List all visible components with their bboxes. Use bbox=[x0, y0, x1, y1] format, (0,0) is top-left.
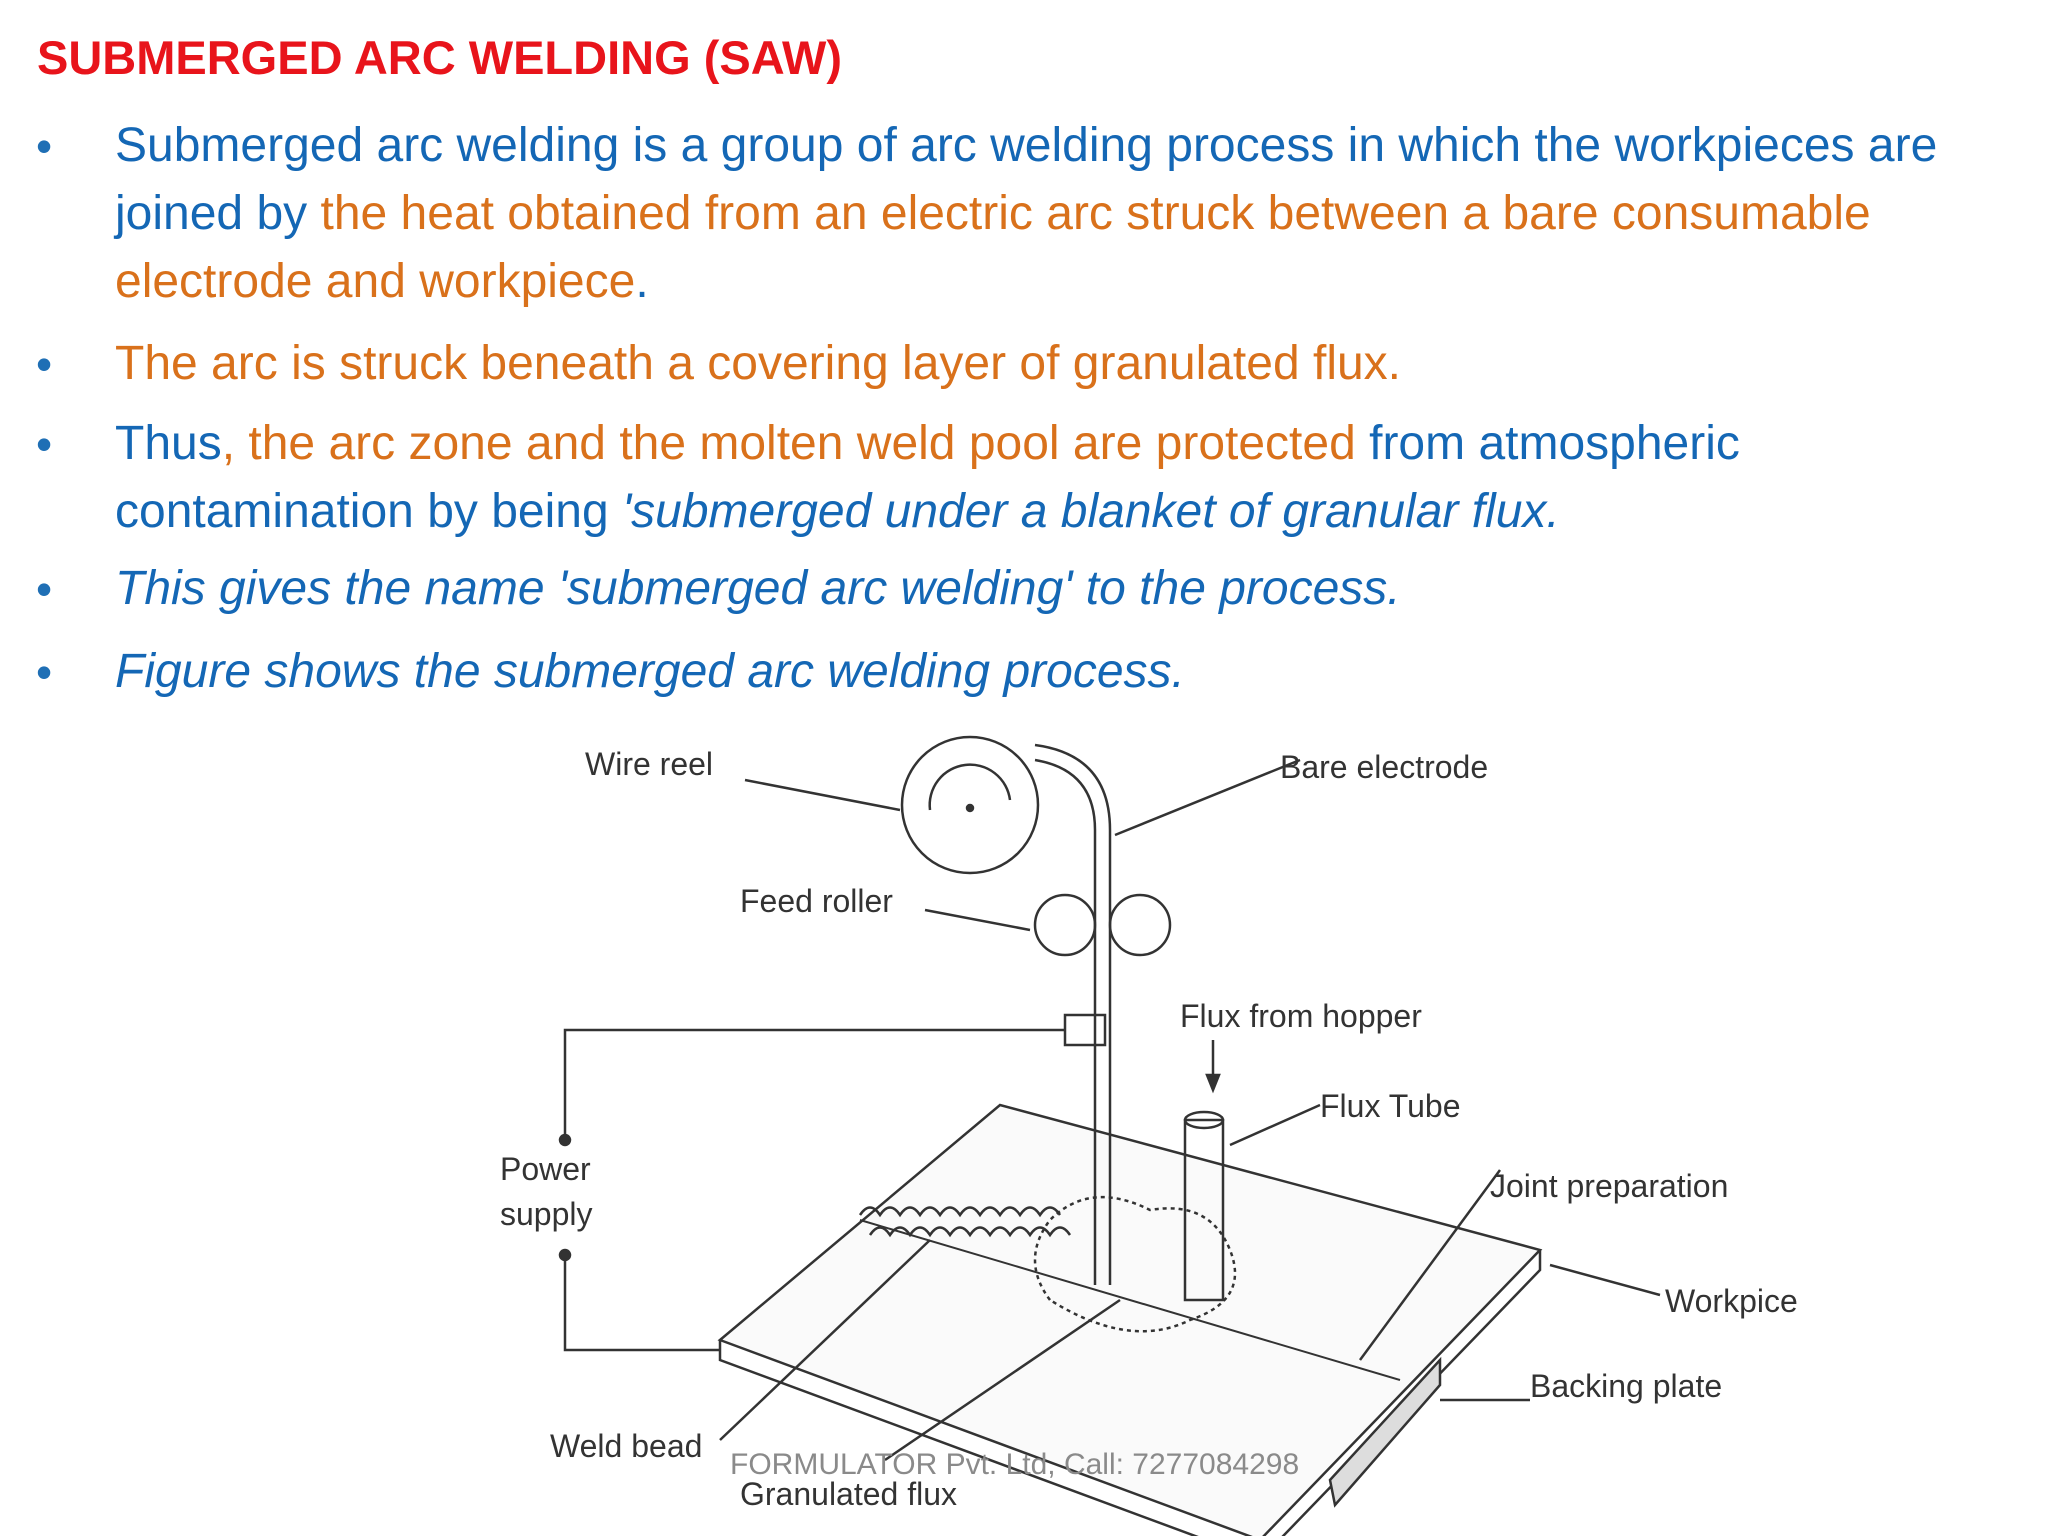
label-flux-tube: Flux Tube bbox=[1320, 1088, 1461, 1124]
power-supply-wire-top bbox=[563, 1028, 1065, 1140]
bullet-marker: • bbox=[36, 646, 53, 698]
label-flux-from-hopper: Flux from hopper bbox=[1180, 998, 1422, 1034]
bullet-text: The arc is struck beneath a covering lay… bbox=[115, 330, 1995, 398]
weld-bead bbox=[858, 1206, 1072, 1238]
feed-roller-right bbox=[1108, 893, 1172, 957]
bullet-marker: • bbox=[36, 338, 53, 390]
bullet-segment: Thus bbox=[115, 417, 222, 470]
slide-title: SUBMERGED ARC WELDING (SAW) bbox=[37, 31, 843, 84]
label-power-supply: Power bbox=[500, 1151, 591, 1187]
workpiece-front-edge bbox=[718, 1250, 1542, 1536]
label-power-supply: supply bbox=[500, 1196, 593, 1232]
bullet-segment: The arc is struck beneath a covering lay… bbox=[115, 337, 1402, 390]
bare-electrode bbox=[1034, 758, 1097, 1285]
label-wire-reel: Wire reel bbox=[585, 746, 713, 782]
bullet-segment: Figure shows the submerged arc welding p… bbox=[115, 645, 1185, 698]
footer-watermark: FORMULATOR Pvt. Ltd, Call: 7277084298 bbox=[730, 1448, 1300, 1481]
label-backing-plate: Backing plate bbox=[1530, 1368, 1722, 1404]
label-workpiece: Workpice bbox=[1665, 1283, 1798, 1319]
bullet-text: Figure shows the submerged arc welding p… bbox=[115, 638, 1995, 706]
label-granulated-flux: Granulated flux bbox=[740, 1476, 957, 1512]
bullet-segment: Submerged arc welding is a group of arc … bbox=[115, 119, 1938, 240]
bullet-segment: 'submerged under a blanket of granular f… bbox=[622, 485, 1560, 538]
bullet-segment: from atmospheric contamination by being bbox=[115, 417, 1740, 538]
contact-tube bbox=[1063, 1013, 1107, 1047]
label-joint-preparation: Joint preparation bbox=[1490, 1168, 1728, 1204]
label-feed-roller: Feed roller bbox=[740, 883, 893, 919]
joint-groove bbox=[859, 1219, 1401, 1381]
label-bare-electrode: Bare electrode bbox=[1280, 749, 1488, 785]
granulated-flux-pile bbox=[1033, 1195, 1237, 1333]
bullet-segment: the heat obtained from an electric arc s… bbox=[115, 187, 1871, 308]
bullet-text: Thus, the arc zone and the molten weld p… bbox=[115, 410, 1995, 546]
power-supply-wire-bottom bbox=[563, 1255, 720, 1352]
bullet-marker: • bbox=[36, 418, 53, 470]
bullet-marker: • bbox=[36, 563, 53, 615]
bullet-segment: This gives the name 'submerged arc weldi… bbox=[115, 562, 1401, 615]
wire-reel bbox=[900, 735, 1040, 875]
flux-tube bbox=[1183, 1118, 1225, 1302]
label-weld-bead: Weld bead bbox=[550, 1428, 702, 1464]
bullet-text: Submerged arc welding is a group of arc … bbox=[115, 112, 1995, 316]
bullet-text: This gives the name 'submerged arc weldi… bbox=[115, 555, 1995, 623]
feed-roller-left bbox=[1033, 893, 1097, 957]
bullet-segment: , the arc zone and the molten weld pool … bbox=[221, 417, 1370, 470]
saw-process-diagram: Wire reel Bare electrode Feed roller Flu… bbox=[500, 735, 1798, 1536]
bullet-marker: • bbox=[36, 120, 53, 172]
bullet-segment: . bbox=[635, 255, 649, 308]
backing-plate bbox=[1328, 1356, 1442, 1508]
